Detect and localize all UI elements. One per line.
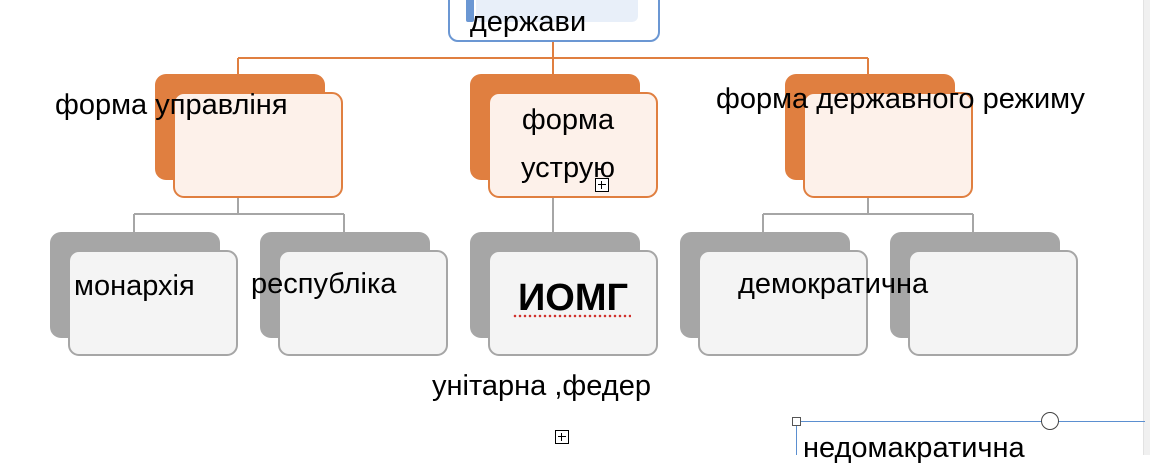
plus-icon[interactable] (595, 178, 609, 192)
rotate-handle-icon[interactable] (1041, 412, 1059, 430)
branch-node-3-label: форма державного режиму (716, 83, 1085, 115)
smartart-canvas: держави форма управліня форма уструю фор… (50, 0, 1150, 464)
leaf-node-4-box (698, 250, 868, 356)
leaf-node-3-box (488, 250, 658, 356)
leaf-node-1-box (68, 250, 238, 356)
leaf-node-5-box (908, 250, 1078, 356)
leaf-node-2-label: республіка (251, 268, 397, 300)
leaf-node-4-label: демократична (738, 268, 929, 300)
leaf-node-2-box (278, 250, 448, 356)
root-node-accent (466, 0, 474, 22)
spellcheck-underline (513, 314, 631, 318)
page-edge (1143, 0, 1150, 455)
plus-icon[interactable] (555, 430, 569, 444)
leaf-node-1-label: монархія (74, 270, 195, 302)
root-node-fill (476, 0, 638, 22)
leaf-node-3-label: ИОМГ (517, 277, 629, 319)
branch-node-2-box (488, 92, 658, 198)
resize-handle-icon[interactable] (792, 417, 801, 426)
branch-node-3-box (803, 92, 973, 198)
branch-node-2-note: унітарна ,федер (432, 370, 651, 402)
textbox-frame-left (796, 421, 797, 455)
root-node-label: держави (469, 6, 587, 38)
floating-textbox-label: недомакратична (803, 432, 1025, 464)
branch-node-1-label: форма управліня (55, 89, 288, 121)
branch-node-1-box (173, 92, 343, 198)
branch-node-2-label: форма уструю (520, 104, 615, 184)
connector-lines (133, 40, 974, 232)
textbox-frame-top (796, 421, 1145, 422)
